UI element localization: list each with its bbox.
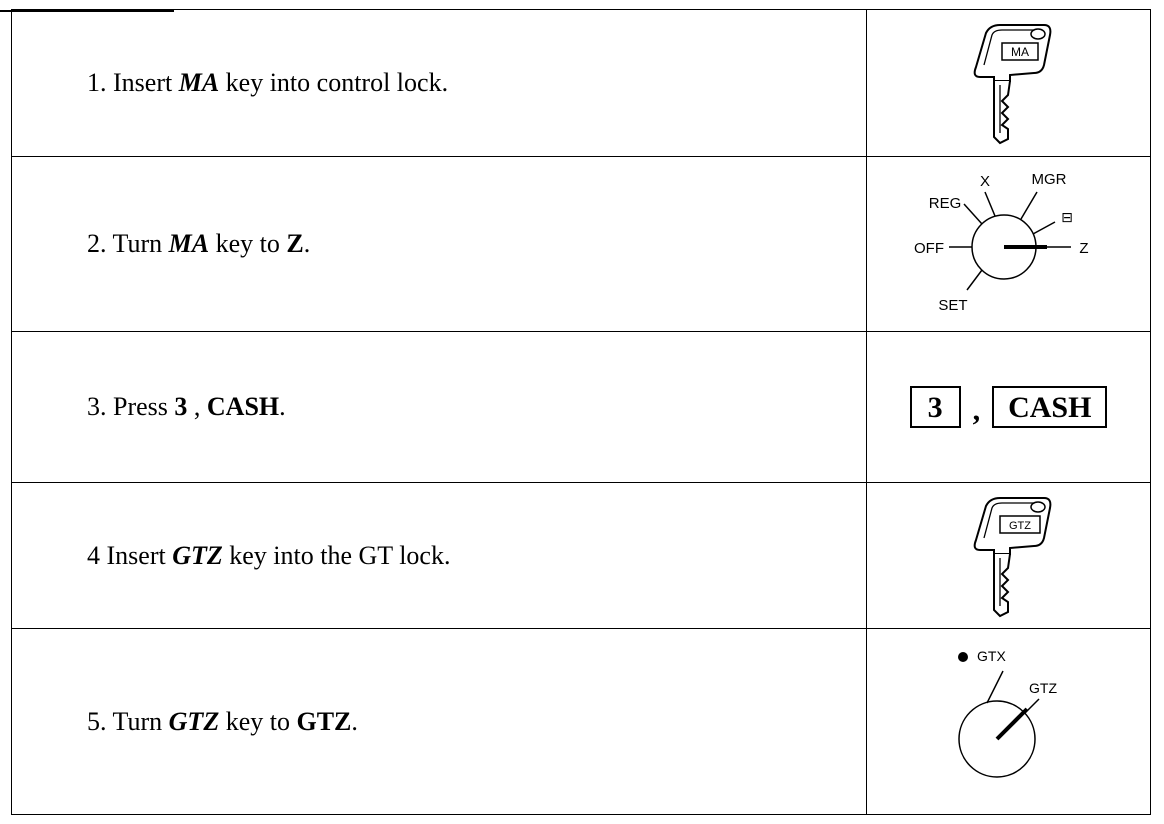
step-row-5: 5. Turn GTZ key to GTZ. GTX GTZ [11,628,1151,815]
dial-label-set: SET [938,297,967,314]
dial-label-gtx: GTX [977,648,1006,664]
step-1-illustration: MA [866,9,1151,157]
dial-label-off: OFF [914,240,944,257]
key-3: 3 [909,386,961,428]
mode-dial-icon: X MGR REG ⊟ OFF Z SET [914,171,1089,314]
gtz-key-icon: GTZ [973,496,1051,617]
key-separator: , [972,394,981,427]
key-label-gtz: GTZ [1009,520,1031,532]
step-2-illustration: X MGR REG ⊟ OFF Z SET [866,156,1151,332]
dial-label-z: Z [1079,240,1088,257]
dial-label-mgr: MGR [1031,171,1066,188]
dial-label-gtz: GTZ [1029,680,1057,696]
gt-dial-icon: GTX GTZ [957,648,1057,778]
step-4-instruction: 4 Insert GTZ key into the GT lock. [11,482,867,629]
step-5-instruction: 5. Turn GTZ key to GTZ. [11,628,867,815]
step-3-instruction: 3. Press 3 , CASH. [11,331,867,483]
step-row-3: 3. Press 3 , CASH. 3 , CASH [11,331,1151,483]
ma-key-icon: MA [973,24,1051,145]
dial-label-reg: REG [928,195,961,212]
key-name: MA [178,68,220,97]
step-row-2: 2. Turn MA key to Z. X MGR REG ⊟ OFF Z S… [11,156,1151,332]
dial-label-minus: ⊟ [1061,209,1073,225]
key-cash: CASH [992,386,1108,428]
key-sequence: 3 , CASH [909,386,1108,428]
key-label-ma: MA [1011,45,1029,59]
step-row-4: 4 Insert GTZ key into the GT lock. GTZ [11,482,1151,629]
step-4-illustration: GTZ [866,482,1151,629]
dial-label-x: X [979,173,989,190]
step-row-1: 1. Insert MA key into control lock. MA [11,9,1151,157]
step-2-instruction: 2. Turn MA key to Z. [11,156,867,332]
step-3-illustration: 3 , CASH [866,331,1151,483]
step-1-instruction: 1. Insert MA key into control lock. [11,9,867,157]
step-5-illustration: GTX GTZ [866,628,1151,815]
instruction-table: 1. Insert MA key into control lock. MA 2… [11,9,1151,815]
